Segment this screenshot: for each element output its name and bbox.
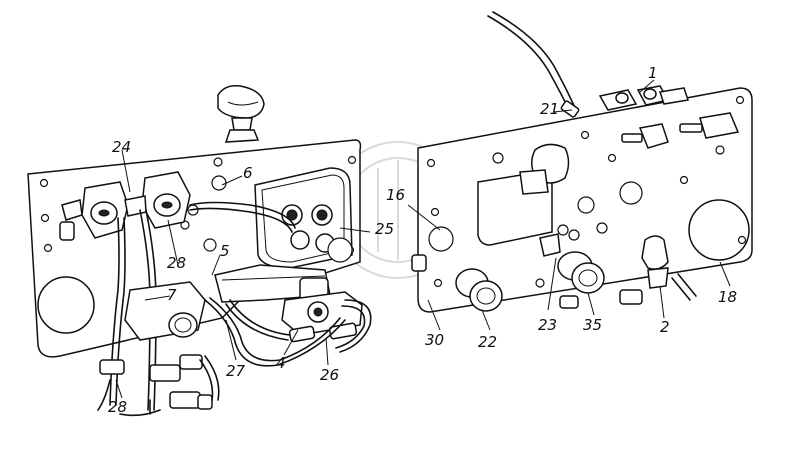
callout-35: 35 bbox=[583, 316, 602, 334]
callout-21: 21 bbox=[540, 100, 559, 118]
lamp-assembly bbox=[477, 143, 570, 246]
callout-25: 25 bbox=[375, 220, 394, 238]
right-panel bbox=[407, 11, 753, 331]
callout-26: 26 bbox=[320, 366, 339, 384]
callout-4: 4 bbox=[276, 354, 286, 372]
left-panel bbox=[27, 84, 372, 417]
callout-labels: 1 21 24 6 16 25 5 28 7 27 4 26 28 30 22 … bbox=[108, 64, 737, 416]
callout-27: 27 bbox=[226, 362, 246, 380]
callout-18: 18 bbox=[718, 288, 737, 306]
large-hole-left bbox=[37, 276, 95, 334]
callout-1: 1 bbox=[648, 64, 658, 82]
switch-left bbox=[59, 181, 129, 241]
top-switches bbox=[598, 85, 740, 149]
callout-28-top: 28 bbox=[167, 254, 186, 272]
callout-2: 2 bbox=[660, 318, 670, 336]
callout-28-bottom: 28 bbox=[108, 398, 127, 416]
callout-22: 22 bbox=[478, 333, 497, 351]
callout-6: 6 bbox=[243, 164, 253, 182]
control-handle bbox=[217, 84, 265, 143]
toggle-2 bbox=[641, 235, 697, 301]
callout-7: 7 bbox=[167, 286, 177, 304]
callout-5: 5 bbox=[220, 242, 230, 260]
bottom-connectors bbox=[97, 354, 220, 417]
bottom-nuts bbox=[411, 254, 643, 309]
large-dial-18 bbox=[688, 199, 750, 261]
knob-35 bbox=[539, 233, 605, 294]
relay-box bbox=[254, 167, 353, 269]
callout-24: 24 bbox=[112, 138, 131, 156]
knob-22 bbox=[455, 268, 503, 312]
switch-right bbox=[124, 171, 191, 229]
valve-block bbox=[124, 281, 206, 341]
callout-30: 30 bbox=[425, 331, 444, 349]
callout-23: 23 bbox=[538, 316, 557, 334]
callout-16: 16 bbox=[386, 186, 405, 204]
